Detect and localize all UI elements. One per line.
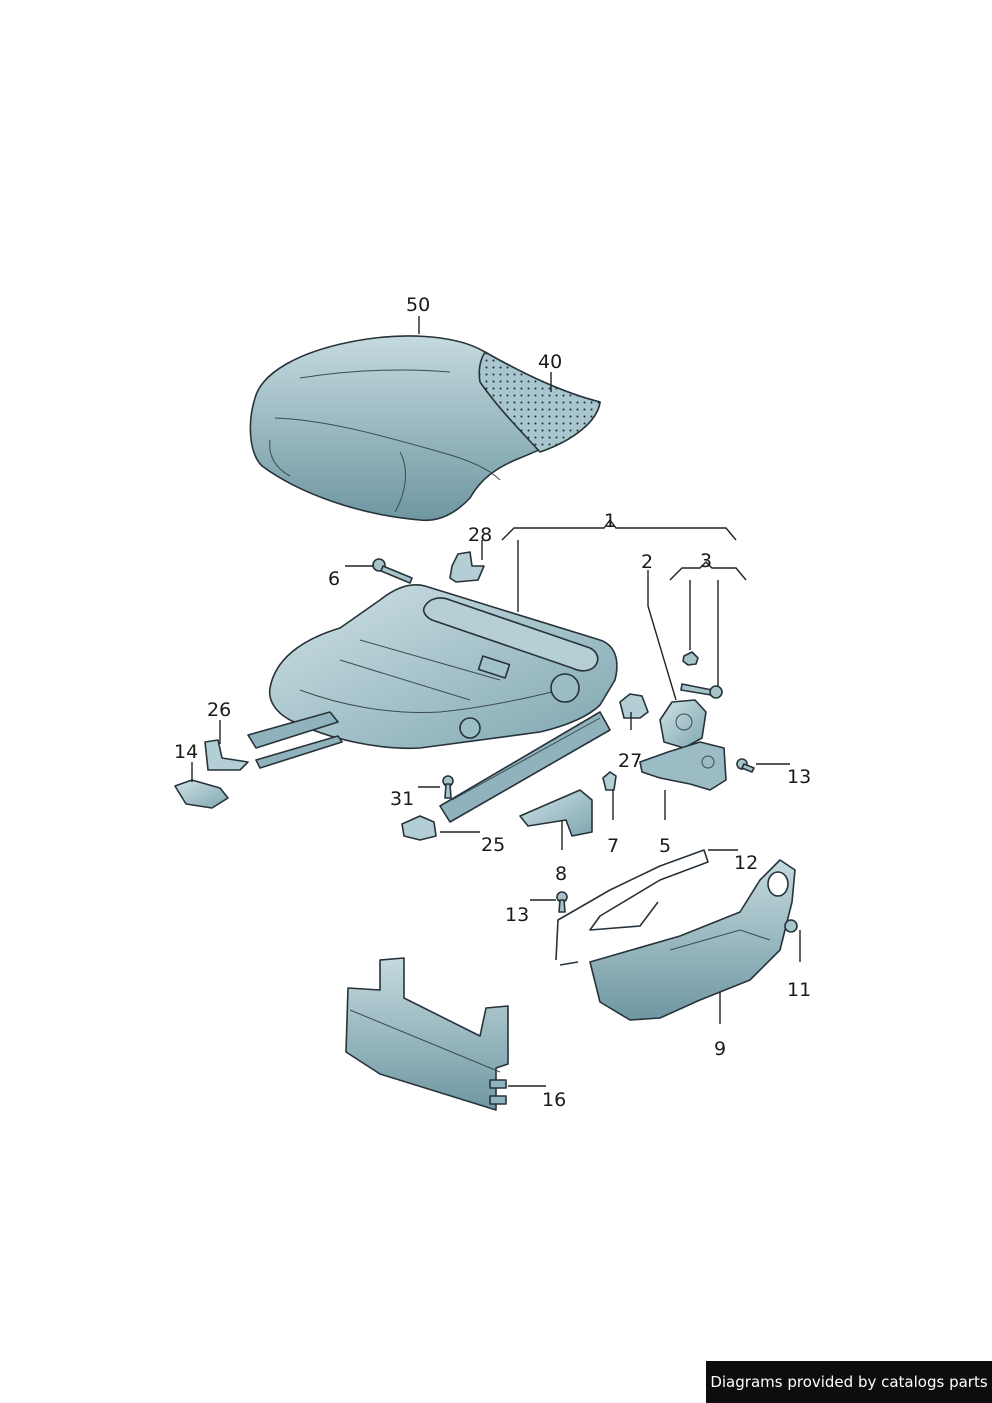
callout-6: 6 [328, 568, 340, 590]
callout-26: 26 [207, 699, 231, 721]
credit-text: Diagrams provided by catalogs parts [710, 1373, 988, 1391]
seat-frame-part-1 [268, 584, 618, 750]
handle-part-8 [519, 789, 593, 837]
callout-8: 8 [555, 863, 567, 885]
callout-9: 9 [714, 1038, 726, 1060]
screw-part-13-lower [556, 891, 568, 913]
leader-lines [191, 316, 801, 1087]
callout-12: 12 [734, 852, 758, 874]
screw-part-11 [784, 919, 798, 933]
clip-part-27 [619, 693, 649, 719]
screw-part-13-upper [736, 758, 755, 773]
clip-part-7 [602, 771, 617, 791]
bracket-part-5 [639, 741, 727, 791]
front-trim-part-16 [345, 957, 509, 1111]
callout-5: 5 [659, 835, 671, 857]
bracket-part-28 [449, 551, 485, 583]
callout-27: 27 [618, 750, 642, 772]
callout-14: 14 [174, 741, 198, 763]
callout-7: 7 [607, 835, 619, 857]
screw-part-31 [442, 775, 454, 799]
callout-50: 50 [406, 294, 430, 316]
cap-part-14 [174, 779, 229, 809]
callout-3: 3 [700, 550, 712, 572]
callout-40: 40 [538, 351, 562, 373]
credit-banner: Diagrams provided by catalogs parts [706, 1361, 992, 1403]
fasteners-part-3 [680, 651, 723, 699]
callout-31: 31 [390, 788, 414, 810]
wire-part-12 [555, 849, 709, 966]
clip-part-26 [204, 739, 249, 771]
callout-2: 2 [641, 551, 653, 573]
callout-28: 28 [468, 524, 492, 546]
screw-part-6 [372, 558, 413, 584]
clip-part-25 [401, 815, 437, 841]
callout-25: 25 [481, 834, 505, 856]
callout-16: 16 [542, 1089, 566, 1111]
callout-1: 1 [604, 510, 616, 532]
seat-rails [247, 711, 611, 823]
callout-13-upper: 13 [787, 766, 811, 788]
mechanism-part-2 [659, 699, 707, 749]
callout-13-lower: 13 [505, 904, 529, 926]
callout-11: 11 [787, 979, 811, 1001]
callout-labels: 50 40 28 1 6 2 3 26 14 27 13 31 7 5 25 8… [174, 294, 811, 1111]
